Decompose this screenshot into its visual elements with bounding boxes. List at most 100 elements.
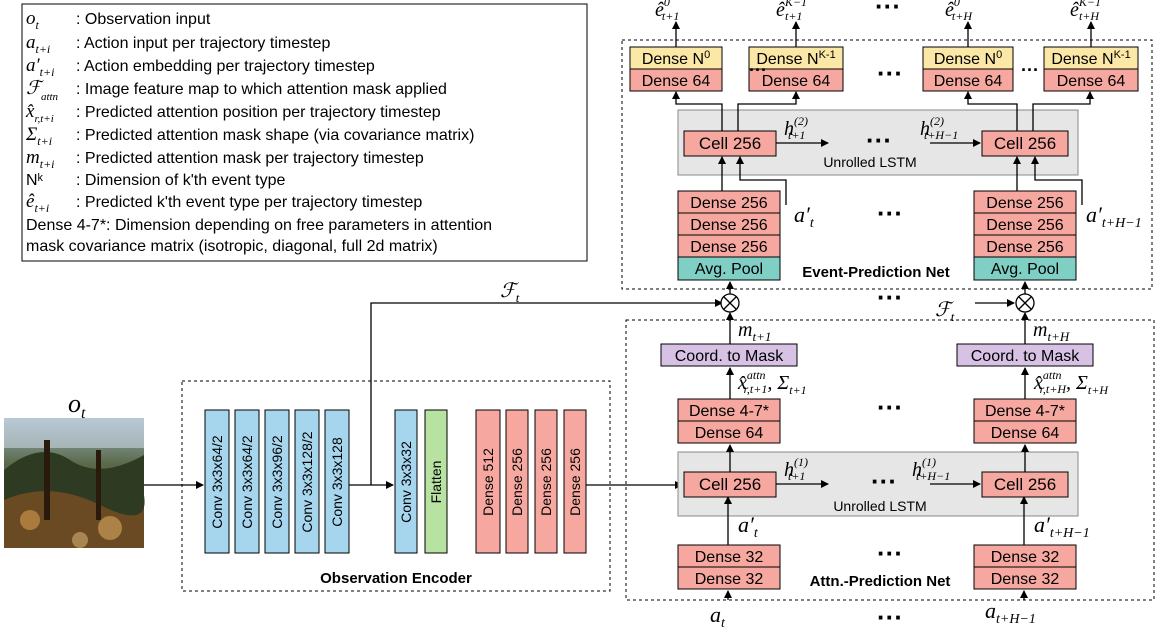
event-head-arrow: [1032, 91, 1094, 131]
dense-layer: [563, 409, 587, 554]
legend-row: x̂r,t+i : Predicted attention position p…: [25, 101, 441, 125]
conv-layer: [264, 409, 290, 554]
svg-text:mt+i: mt+i: [26, 147, 55, 171]
encoder-title: Observation Encoder: [320, 570, 472, 587]
event-dense64-box: [922, 68, 1014, 92]
svg-text:at+i: at+i: [26, 32, 50, 56]
attn-lstm-cell: [981, 471, 1069, 498]
svg-text:: Action input per trajectory: : Action input per trajectory timestep: [76, 35, 330, 52]
svg-text:x̂r,t+i: x̂r,t+i: [25, 101, 54, 125]
coord-to-mask-label: Coord. to Mask: [971, 348, 1080, 365]
event-emb-arrow: [1031, 156, 1083, 205]
event-head-arrow: [737, 91, 800, 131]
multiply-node: [720, 293, 740, 313]
event-dense256-label: Dense 256: [690, 217, 767, 234]
event-emb-label-2: a′t+H−1: [1086, 202, 1142, 231]
svg-text:ot: ot: [26, 8, 40, 32]
svg-text:···: ···: [877, 198, 903, 228]
svg-text:Σt+i: Σt+i: [25, 124, 52, 148]
svg-text:: Image feature map to which a: : Image feature map to which attention m…: [76, 81, 447, 98]
svg-text:êt+i: êt+i: [26, 191, 49, 215]
event-net-box: [621, 39, 1153, 290]
input-label: ot: [68, 389, 86, 422]
attn-net-title: Attn.-Prediction Net: [810, 573, 951, 590]
mask-label-2: mt+H: [1033, 319, 1070, 344]
dense-layer: [475, 409, 501, 554]
legend-row: ℱattn : Image feature map to which atten…: [26, 78, 447, 103]
event-head-arrow: [672, 91, 723, 131]
attn-dense32-box: [973, 566, 1077, 590]
attn-dense47-label: Dense 4-7*: [985, 403, 1065, 420]
dense-layer-label: Dense 256: [509, 448, 525, 516]
attn-action-input-1: at: [710, 602, 726, 627]
event-dense256-label: Dense 256: [986, 239, 1063, 256]
event-dense256-label: Dense 256: [690, 239, 767, 256]
event-dense256-label: Dense 256: [690, 195, 767, 212]
event-net-title: Event-Prediction Net: [802, 264, 950, 281]
dense-layer: [534, 409, 558, 554]
attn-dense32-box: [677, 566, 781, 590]
legend-box: [21, 3, 588, 262]
conv-layer-label: Conv 3x3x128: [329, 437, 345, 527]
attn-hidden-label-1: h(1)t+1: [784, 455, 808, 483]
avg-pool-box: [677, 256, 781, 281]
svg-text:···: ···: [875, 0, 901, 21]
feature-skip-arrow: [370, 299, 723, 485]
conv-layer-label: Conv 3x3x32: [398, 441, 414, 523]
svg-text:: Predicted attention position: : Predicted attention position per traje…: [76, 104, 441, 121]
attn-lstm-cell-label: Cell 256: [994, 475, 1056, 494]
svg-text:···: ···: [871, 466, 897, 496]
svg-text:···: ···: [1021, 60, 1039, 80]
legend-note-line2: mask covariance matrix (isotropic, diago…: [26, 238, 438, 255]
attn-dense64-box: [973, 420, 1077, 444]
encoder-box: [181, 380, 611, 592]
event-lstm-cell-label: Cell 256: [699, 134, 761, 153]
svg-text:: Action embedding per traject: : Action embedding per trajectory timest…: [76, 58, 375, 75]
svg-text:a′t+i: a′t+i: [26, 55, 54, 79]
conv-layer-label: Conv 3x3x64/2: [209, 435, 225, 529]
legend-row: ot : Observation input: [26, 8, 211, 32]
encoder-dense-layers: Dense 512 Dense 256 Dense 256 Dense 256: [475, 409, 587, 554]
attn-lstm-cell-label: Cell 256: [699, 475, 761, 494]
avg-pool-label: Avg. Pool: [695, 261, 763, 278]
svg-text:: Predicted attention mask sha: : Predicted attention mask shape (via co…: [76, 127, 474, 144]
attn-action-input-2: at+H−1: [985, 598, 1036, 627]
flatten-label: Flatten: [428, 461, 444, 504]
svg-text:: Observation input: : Observation input: [76, 11, 211, 28]
coord-to-mask-label: Coord. to Mask: [675, 348, 784, 365]
attn-dense64-label: Dense 64: [695, 425, 764, 442]
conv-layer-label: Conv 3x3x128/2: [299, 431, 315, 532]
svg-text:···: ···: [877, 392, 903, 422]
flatten-layer: [424, 409, 448, 554]
attn-dense32-label: Dense 32: [991, 549, 1060, 566]
observation-image: [4, 418, 145, 548]
event-lstm-label: Unrolled LSTM: [823, 154, 916, 170]
event-dense64-label: Dense 64: [1057, 73, 1126, 90]
event-dense64-box: [748, 68, 844, 92]
svg-text:···: ···: [877, 282, 903, 312]
conv-layer: [294, 409, 320, 554]
svg-text:···: ···: [866, 125, 892, 155]
attn-lstm-label: Unrolled LSTM: [833, 498, 926, 514]
event-dense64-box: [1043, 68, 1139, 92]
event-lstm-cell: [981, 130, 1069, 157]
event-emb-arrow: [736, 156, 787, 205]
conv-layer: [324, 409, 350, 554]
dense-layer: [505, 409, 529, 554]
event-dense64-label: Dense 64: [934, 73, 1003, 90]
svg-text:···: ···: [749, 60, 767, 80]
legend-row: a′t+i : Action embedding per trajectory …: [26, 55, 375, 79]
event-dense64-label: Dense 64: [642, 73, 711, 90]
conv-layer: [234, 409, 260, 554]
legend-row: at+i : Action input per trajectory times…: [26, 32, 330, 56]
feature-map-label: ℱt: [500, 280, 520, 305]
legend-row: mt+i : Predicted attention mask per traj…: [26, 147, 424, 171]
attn-emb-label-2: a′t+H−1: [1034, 512, 1090, 541]
event-head-arrow: [964, 91, 1018, 131]
